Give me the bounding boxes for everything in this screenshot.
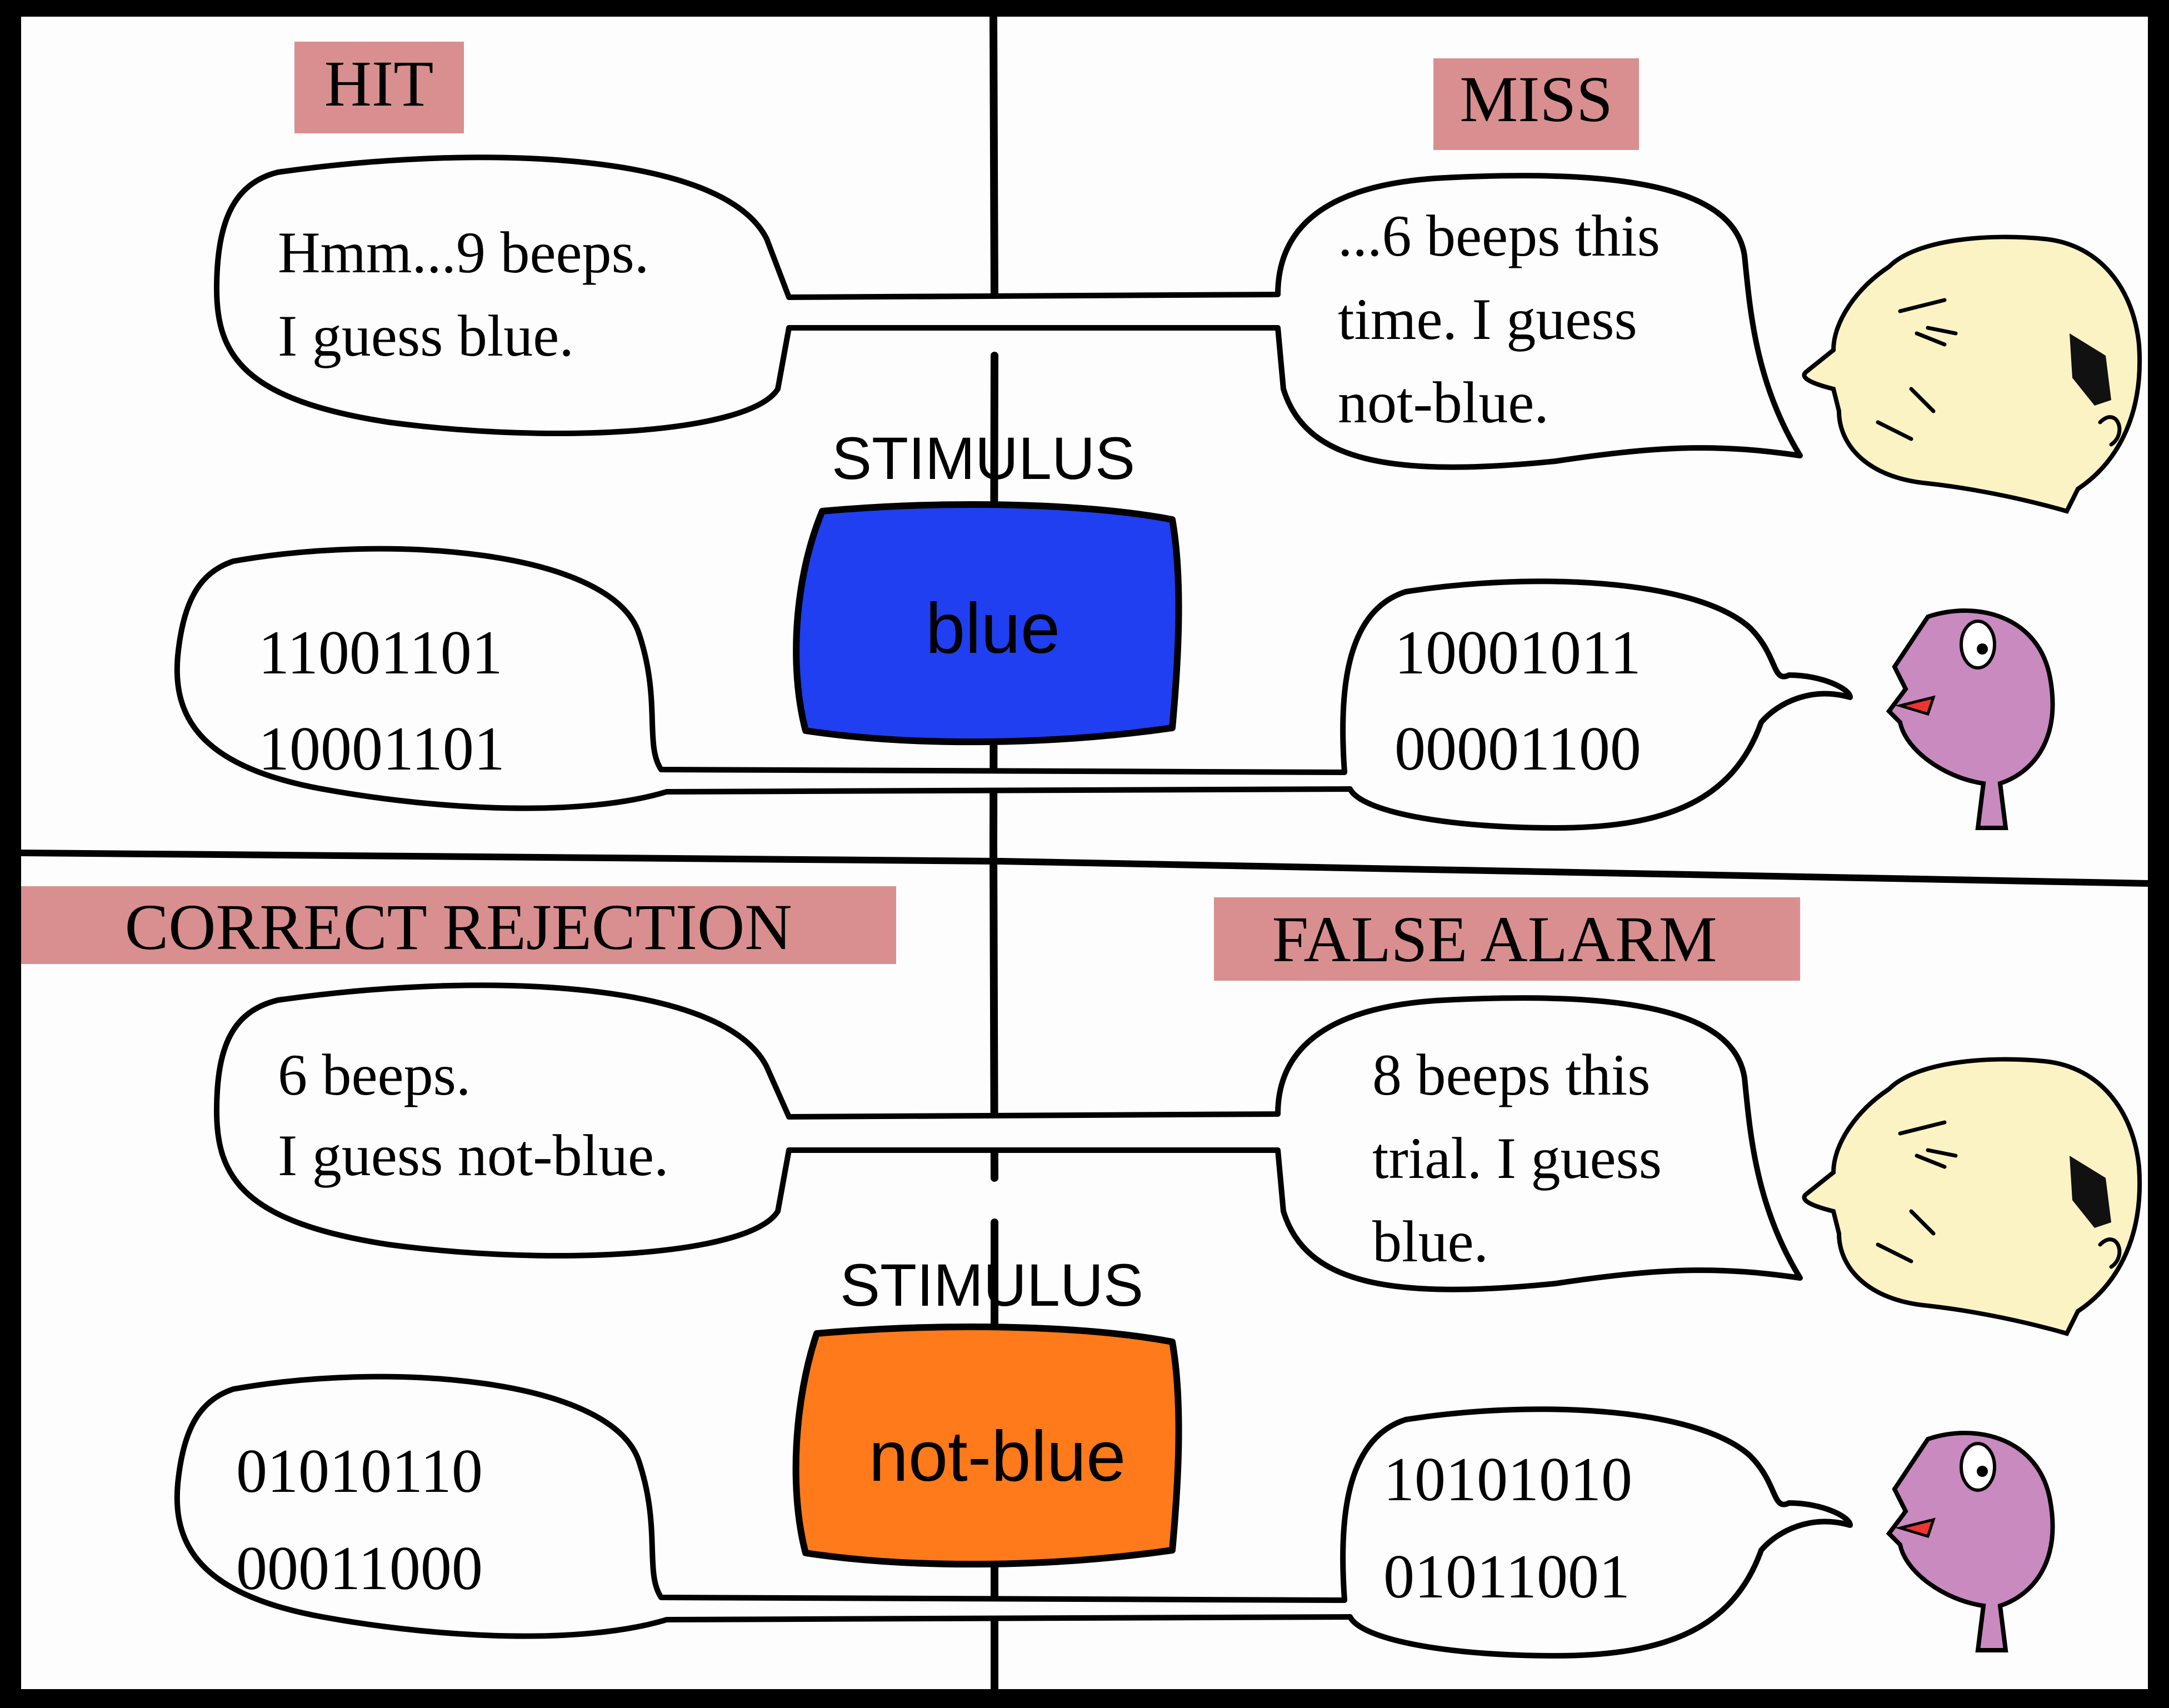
code-top-left-1: 11001101 <box>258 618 503 687</box>
human-observer-icon <box>1802 234 2142 514</box>
horizontal-divider <box>18 850 2151 887</box>
label-miss-bg <box>1433 58 1639 150</box>
label-miss: MISS <box>1433 58 1639 150</box>
creature-pupil-top <box>1977 643 1988 655</box>
stimulus-value-top: blue <box>926 589 1060 668</box>
creature-eye-bottom <box>1960 1442 1996 1492</box>
code-bottom-right: 10101010 01011001 <box>1383 1445 1632 1611</box>
code-top-left: 11001101 10001101 <box>258 618 505 783</box>
code-bottom-left-2: 00011000 <box>236 1534 483 1603</box>
false-alarm-speech-text: 8 beeps this trial. I guess blue. <box>1372 1042 1662 1274</box>
hit-line-2: I guess blue. <box>278 303 574 368</box>
label-correct-rejection-bg <box>21 886 896 964</box>
label-hit-text: HIT <box>324 47 434 120</box>
hit-speech-text: Hmm...9 beeps. I guess blue. <box>278 220 649 368</box>
code-top-left-2: 10001101 <box>258 715 505 783</box>
bottom-code-connector-bottom <box>174 1374 1853 1659</box>
alien-creature-icon <box>1886 1431 2055 1652</box>
creature-mouth-bottom <box>1895 1517 1936 1539</box>
stimulus-box-blue <box>793 501 1182 746</box>
cr-line-2: I guess not-blue. <box>278 1123 669 1188</box>
correct-rejection-speech-text: 6 beeps. I guess not-blue. <box>278 1042 669 1188</box>
creature-body-top <box>1886 608 2055 830</box>
fa-line-1: 8 beeps this <box>1372 1042 1651 1107</box>
code-bottom-right-1: 10101010 <box>1383 1445 1632 1514</box>
code-top-right-2: 00001100 <box>1395 715 1641 783</box>
code-bottom-right-2: 01011001 <box>1383 1542 1630 1611</box>
creature-pupil-bottom <box>1977 1466 1988 1477</box>
miss-speech-text: ...6 beeps this time. I guess not-blue. <box>1338 203 1660 435</box>
human-observer-icon <box>1802 1057 2142 1336</box>
top-speech-connector <box>214 154 1803 470</box>
label-correct-rejection-text: CORRECT REJECTION <box>125 891 792 963</box>
fa-line-3: blue. <box>1372 1209 1488 1274</box>
creature-mouth-top <box>1895 695 1936 716</box>
miss-line-2: time. I guess <box>1338 287 1637 352</box>
code-bottom-left-1: 01010110 <box>236 1437 483 1506</box>
stimulus-title-bottom: STIMULUS <box>840 1251 1143 1319</box>
label-hit-bg <box>294 42 464 133</box>
code-top-right-1: 10001011 <box>1395 618 1641 687</box>
bottom-code-connector-top <box>174 546 1853 831</box>
creature-eye-top <box>1960 620 1996 670</box>
code-bottom-left: 01010110 00011000 <box>236 1437 483 1603</box>
stimulus-box-orange <box>792 1324 1182 1568</box>
label-correct-rejection: CORRECT REJECTION <box>21 886 896 964</box>
human-face-lines-top <box>1876 298 2122 447</box>
label-false-alarm-bg <box>1214 897 1800 981</box>
human-hair-top <box>2070 333 2111 406</box>
stimulus-value-bottom: not-blue <box>869 1417 1126 1496</box>
miss-line-1: ...6 beeps this <box>1338 203 1660 268</box>
creature-body-bottom <box>1886 1431 2055 1652</box>
miss-line-3: not-blue. <box>1338 370 1549 435</box>
bottom-speech-connector <box>214 982 1803 1292</box>
label-miss-text: MISS <box>1460 63 1612 136</box>
human-head-bottom <box>1802 1057 2142 1336</box>
stimulus-title-top: STIMULUS <box>832 424 1135 492</box>
human-head-top <box>1802 234 2142 514</box>
human-hair-bottom <box>2070 1156 2111 1228</box>
label-false-alarm: FALSE ALARM <box>1214 897 1800 981</box>
code-top-right: 10001011 00001100 <box>1395 618 1641 783</box>
cr-line-1: 6 beeps. <box>278 1042 471 1107</box>
label-hit: HIT <box>294 42 464 133</box>
fa-line-2: trial. I guess <box>1372 1126 1662 1191</box>
alien-creature-icon <box>1886 608 2055 830</box>
label-false-alarm-text: FALSE ALARM <box>1272 903 1717 976</box>
hit-line-1: Hmm...9 beeps. <box>278 220 649 285</box>
human-face-lines-bottom <box>1876 1120 2122 1269</box>
